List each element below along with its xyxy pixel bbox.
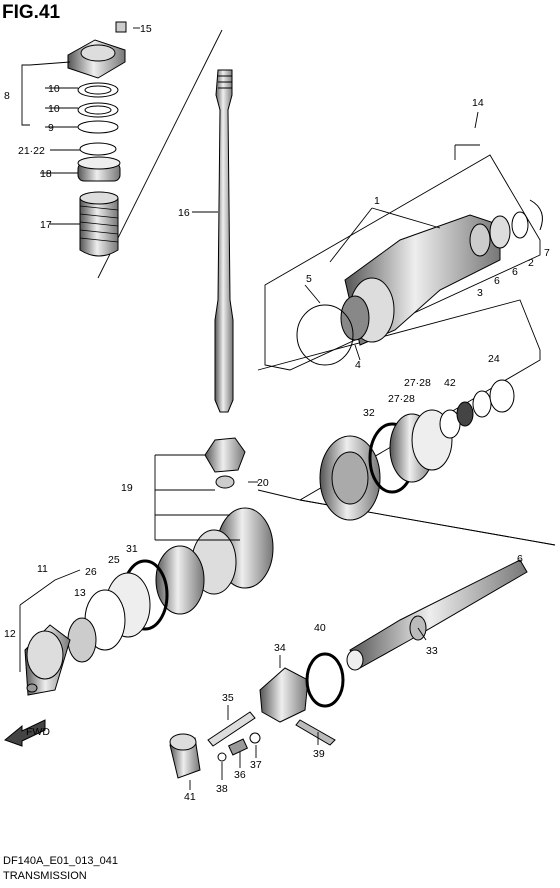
callout-21-22: 21·22 [18,145,45,157]
callout-17: 17 [40,219,52,231]
callout-23: 24 [488,353,500,365]
callout-10a: 10 [48,83,60,95]
callout-32: 34 [274,642,286,654]
callout-10b: 10 [48,103,60,115]
callout-33: 35 [222,692,234,704]
drive-shaft [214,69,234,413]
callout-26: 27·28 [388,393,415,405]
callout-6c: 6 [517,553,523,565]
clutch-dog [259,652,345,723]
callout-9: 9 [48,122,54,134]
callout-24: 25 [108,554,120,566]
callout-27-28: 27·28 [404,377,431,389]
callout-18: 18 [40,168,52,180]
callout-25: 26 [85,566,97,578]
callout-38: 40 [314,622,326,634]
callout-35: 37 [250,759,262,771]
callout-16: 16 [178,207,190,219]
callout-7: 7 [544,247,550,259]
callout-15: 15 [140,23,152,35]
callout-labels: 15 8 10 10 9 21·22 18 17 16 14 1 5 4 3 6… [4,23,550,803]
callout-30: 32 [363,407,375,419]
callout-6b: 6 [512,266,518,278]
callout-6a: 6 [494,275,500,287]
callout-31: 33 [426,645,438,657]
reverse-gear-set [24,507,274,696]
callout-4: 4 [355,359,361,371]
fwd-label: FWD [26,726,50,738]
shift-small-parts [169,711,336,779]
gear-case-housing [296,199,543,366]
callout-19: 19 [121,482,133,494]
footer-code: DF140A_E01_013_041 [3,855,118,867]
callout-1: 1 [374,195,380,207]
callout-11: 11 [37,563,48,575]
bearing-housing-stack [67,21,127,257]
forward-gear-set [319,379,515,521]
callout-20: 20 [257,477,269,489]
callout-13: 13 [74,587,86,599]
callout-5: 5 [306,273,312,285]
callout-3: 3 [477,287,483,299]
callout-34: 36 [234,769,246,781]
footer-section: TRANSMISSION [3,870,87,882]
callout-2: 2 [528,257,534,269]
callout-8: 8 [4,90,10,102]
callout-40: 42 [444,377,456,389]
callout-37: 39 [313,748,325,760]
callout-14: 14 [472,97,484,109]
pinion-gear [204,437,246,489]
figure-title: FIG.41 [2,2,61,23]
callout-39: 41 [184,791,196,803]
callout-12: 12 [4,628,16,640]
callout-29: 31 [126,543,138,555]
fwd-arrow-icon [3,719,46,747]
callout-36: 38 [216,783,228,795]
